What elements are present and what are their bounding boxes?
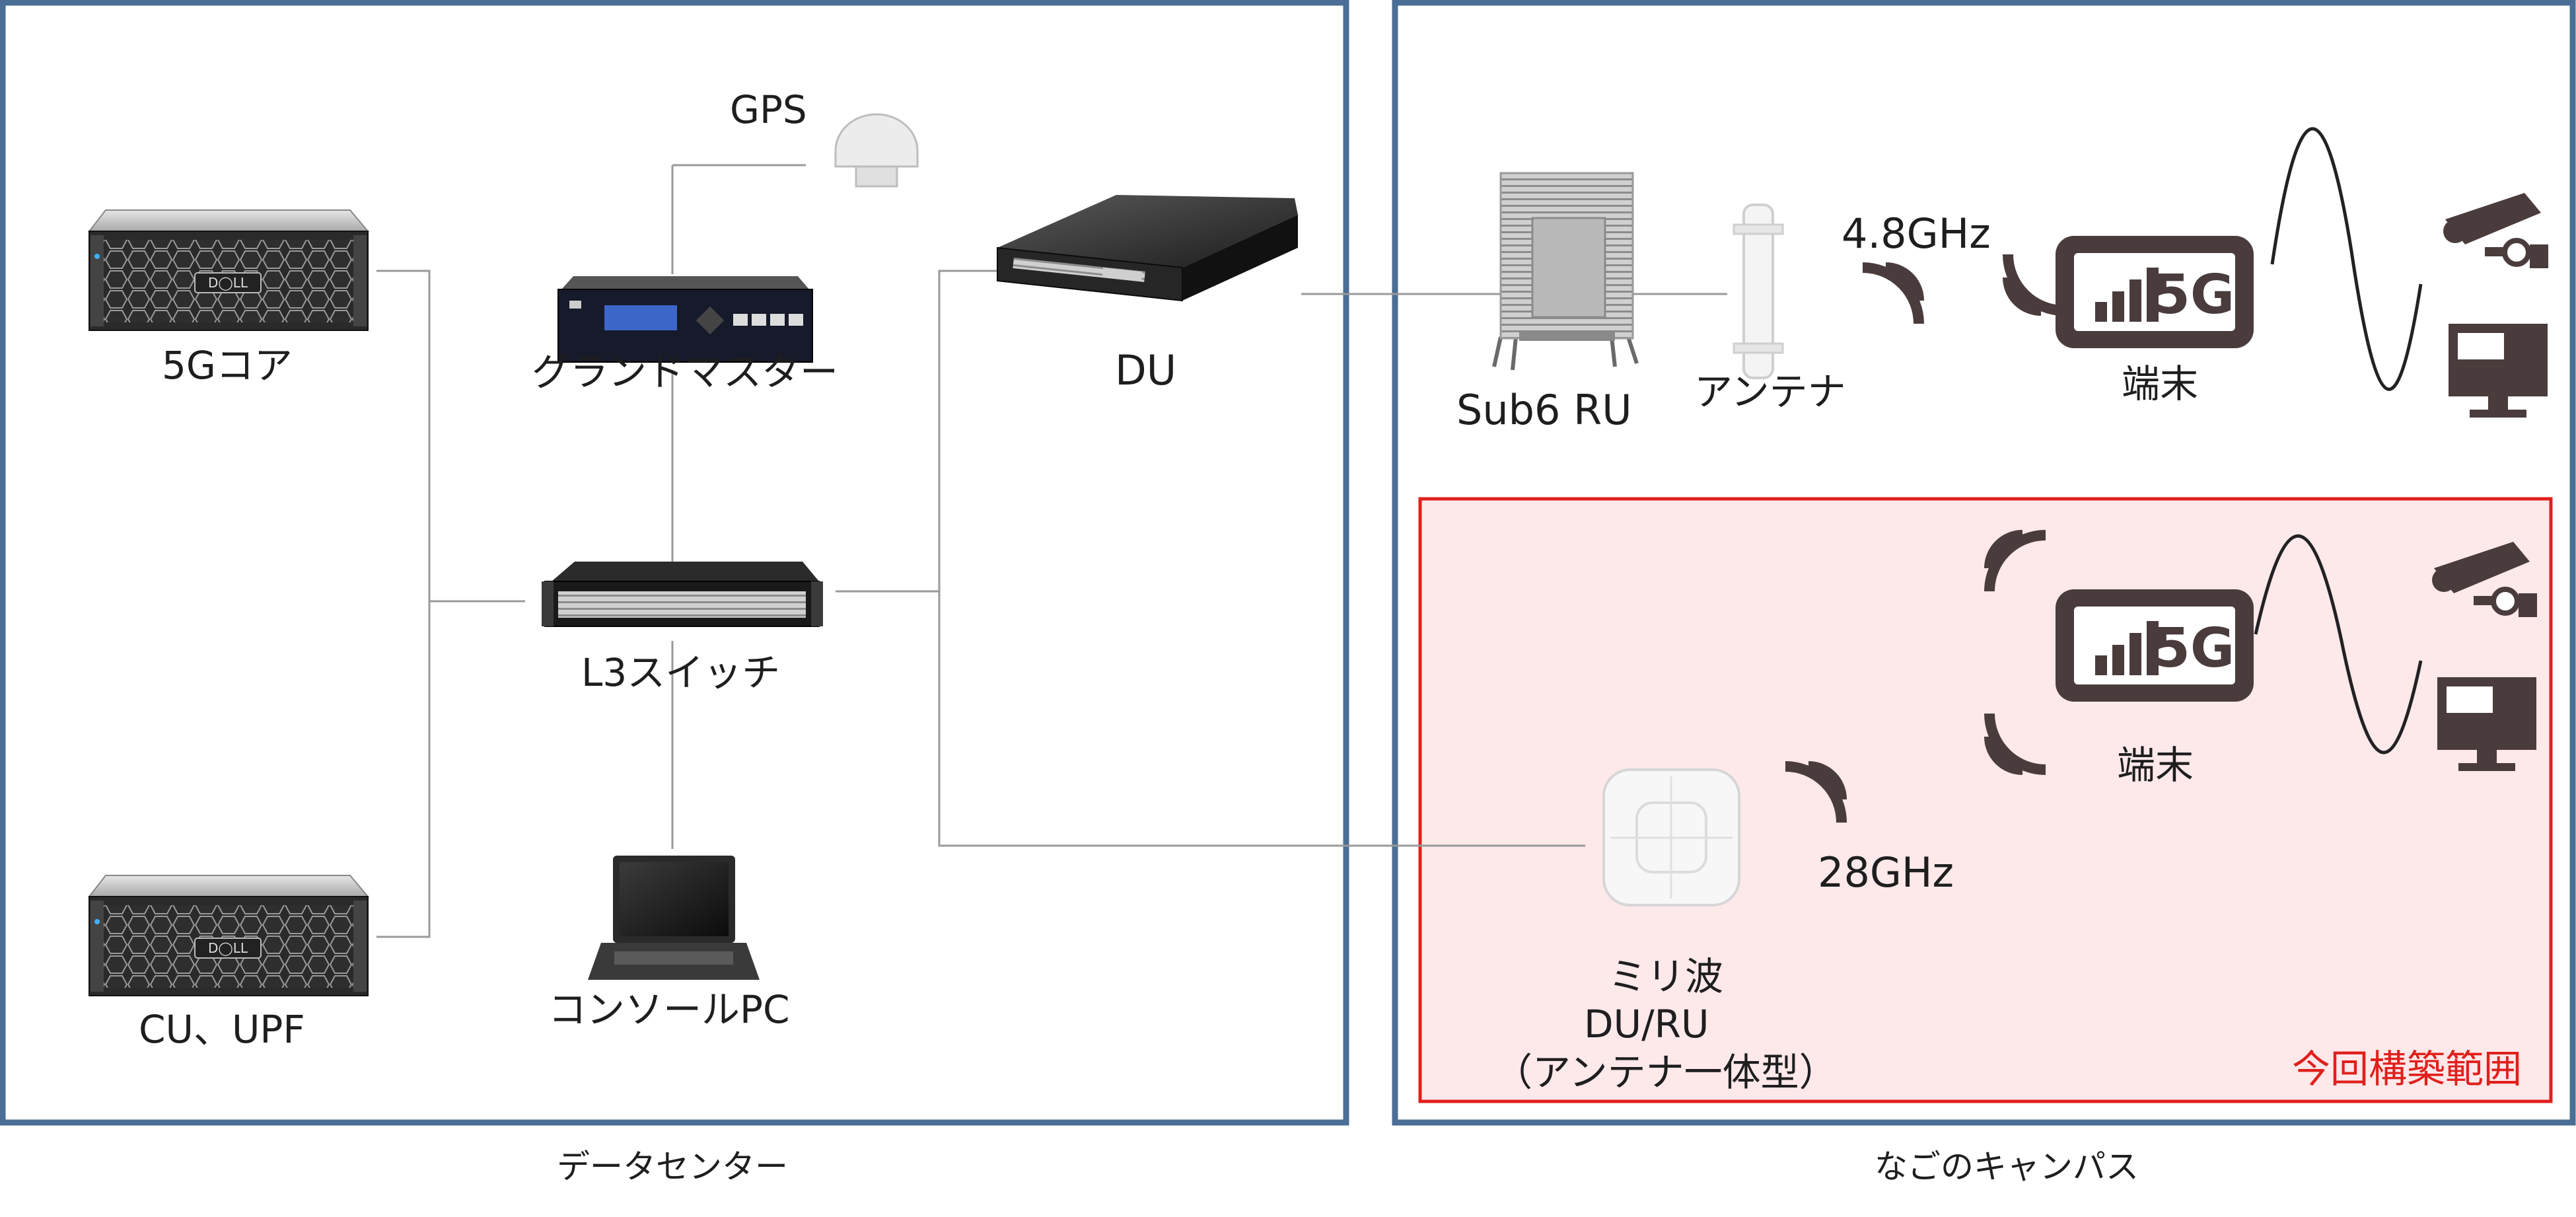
l3-switch-label: L3スイッチ [581,650,781,695]
build-scope-label: 今回構築範囲 [2292,1047,2522,1091]
monitor-icon [2449,324,2548,418]
svg-text:5G: 5G [2153,617,2235,680]
rack-server-icon [89,875,369,996]
sub6-ru-label: Sub6 RU [1456,386,1632,434]
antenna-icon [1733,203,1784,379]
mmwave-unit-label-2: DU/RU [1584,1002,1709,1047]
console-pc-label: コンソールPC [548,987,790,1032]
sub6-terminal-label: 端末 [2122,361,2199,406]
wireless-signal-icon [1863,268,1919,324]
antenna-label: アンテナ [1694,369,1846,414]
5g-terminal-icon: 5G [2056,589,2254,702]
svg-text:5G: 5G [2153,264,2235,326]
grandmaster-clock-icon [557,276,813,363]
data-center-caption: データセンター [557,1148,788,1186]
radio-unit-icon [1492,172,1639,371]
grandmaster-label: グランドマスター [532,350,839,394]
campus-caption: なごのキャンパス [1875,1148,2139,1186]
5g-terminal-icon: 5G [2056,236,2254,348]
mmwave-frequency-label: 28GHz [1818,848,1954,897]
gps-label: GPS [730,87,807,132]
5g-core-label: 5Gコア [162,343,293,388]
campus-frame [1392,0,2576,1126]
du-server-icon [997,195,1298,302]
mmwave-terminal-label: 端末 [2117,743,2194,788]
gps-antenna-icon [834,113,919,188]
mmwave-unit-label-1: ミリ波 [1608,954,1724,999]
laptop-icon [588,856,760,980]
cu-upf-label: CU、UPF [139,1007,305,1052]
security-camera-icon [2443,193,2548,268]
connection-lines [376,164,1727,938]
data-center-frame [0,0,1349,1126]
mmwave-radio-icon [1602,768,1740,906]
rack-server-icon [89,209,369,331]
sub6-frequency-label: 4.8GHz [1842,209,1991,258]
mmwave-unit-label-3: （アンテナ一体型） [1494,1050,1838,1095]
connection-wave [2270,127,2423,391]
network-switch-icon [542,562,823,627]
du-label: DU [1115,346,1177,394]
connection-wave [2254,534,2423,755]
